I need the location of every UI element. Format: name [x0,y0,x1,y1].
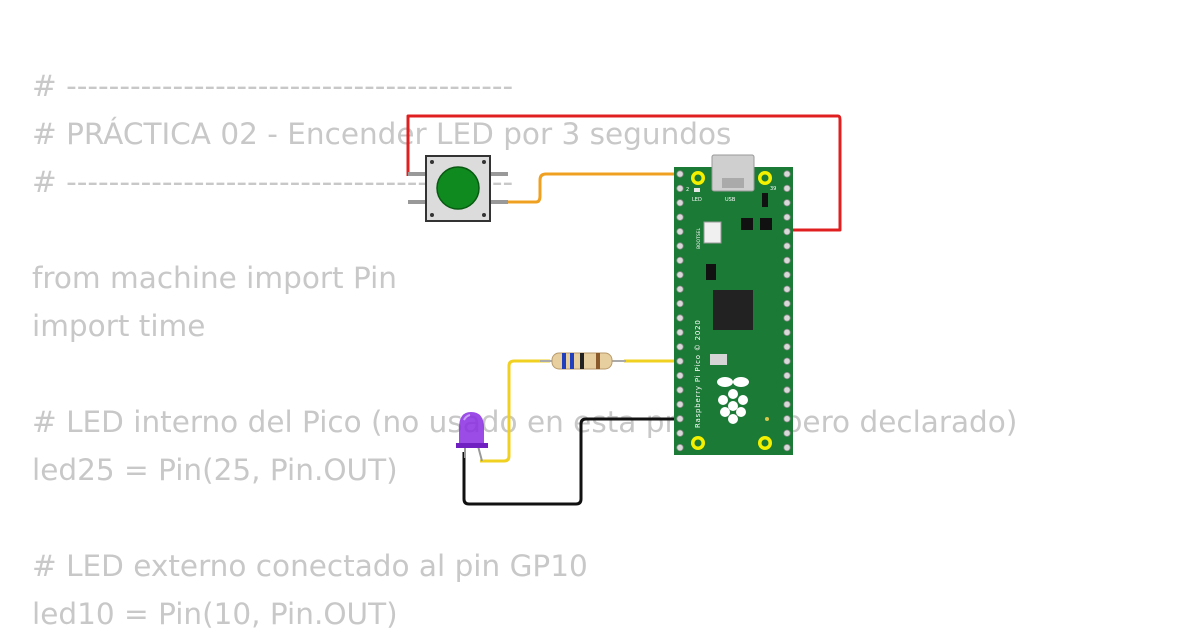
pin-pad[interactable] [783,371,791,380]
pin-pad[interactable] [676,256,684,264]
pin-pad[interactable] [676,271,684,279]
pin-pad[interactable] [783,386,791,394]
pin-pad[interactable] [783,357,791,365]
red-wire[interactable] [406,114,842,232]
yellow-wire-led[interactable] [480,359,550,463]
pin-pad[interactable] [676,415,684,423]
pin-pad[interactable] [676,170,684,178]
pin-pad[interactable] [676,228,684,236]
pin-pad[interactable] [783,299,791,308]
code-line: # --------------------------------------… [32,69,514,103]
usb-label: USB [725,197,736,203]
pin-pad[interactable] [676,199,684,207]
resistor [540,352,626,370]
pin-pad[interactable] [783,285,791,293]
pin-pad[interactable] [676,429,684,437]
pin-pad[interactable] [676,343,684,351]
pin-pad[interactable] [783,199,791,207]
onboard-led [694,188,700,192]
code-line: import time [32,309,206,343]
pin-pad[interactable] [783,242,791,250]
pin-pad[interactable] [676,371,684,380]
code-line: from machine import Pin [32,261,397,295]
pin-39-label: 39 [770,186,776,192]
pin-2-label: 2 [686,187,689,193]
code-line: led25 = Pin(25, Pin.OUT) [32,453,398,487]
push-button[interactable] [408,155,508,222]
raspberry-logo-icon [717,377,749,424]
pin-pad[interactable] [783,184,791,192]
pin-pad[interactable] [676,299,684,308]
pin-pad[interactable] [783,213,791,221]
pin-pad[interactable] [676,386,684,394]
pin-pad[interactable] [676,184,684,192]
pin-pad[interactable] [676,285,684,293]
bootsel-label: BOOTSEL [696,227,702,249]
pin-pad[interactable] [783,429,791,437]
pin-pad[interactable] [783,256,791,264]
pin-pad[interactable] [676,400,684,408]
bootsel-button [703,221,722,244]
right-pin-header [783,170,791,452]
code-line: # PRÁCTICA 02 - Encender LED por 3 segun… [32,117,732,151]
pin-pad[interactable] [676,242,684,250]
pin-pad[interactable] [783,170,791,178]
black-wire[interactable] [462,417,684,506]
pin-pad[interactable] [676,213,684,221]
pin-pad[interactable] [676,443,684,452]
pin-pad[interactable] [783,415,791,423]
pin-pad[interactable] [783,343,791,351]
pin-pad[interactable] [783,314,791,322]
pin-pad[interactable] [783,328,791,336]
button-cap[interactable] [436,166,480,210]
left-pin-header [676,170,684,452]
pin-pad[interactable] [676,328,684,336]
pin-pad[interactable] [783,271,791,279]
orange-wire[interactable] [498,172,684,204]
raspberry-pi-pico-board: USB LED BOOTSEL 2 39 Raspberry Pi Pico ©… [674,154,793,455]
board-silkscreen-label: Raspberry Pi Pico © 2020 [694,319,702,428]
led-label: LED [692,197,702,203]
code-line: led10 = Pin(10, Pin.OUT) [32,597,398,631]
pin-pad[interactable] [783,228,791,236]
code-line: # LED externo conectado al pin GP10 [32,549,588,583]
led[interactable] [456,412,488,462]
code-text-block: # --------------------------------------… [32,62,1172,638]
pin-pad[interactable] [783,400,791,408]
pin-pad[interactable] [783,443,791,452]
rp2040-chip [713,290,753,330]
pin-pad[interactable] [676,314,684,322]
pin-pad[interactable] [676,357,684,365]
